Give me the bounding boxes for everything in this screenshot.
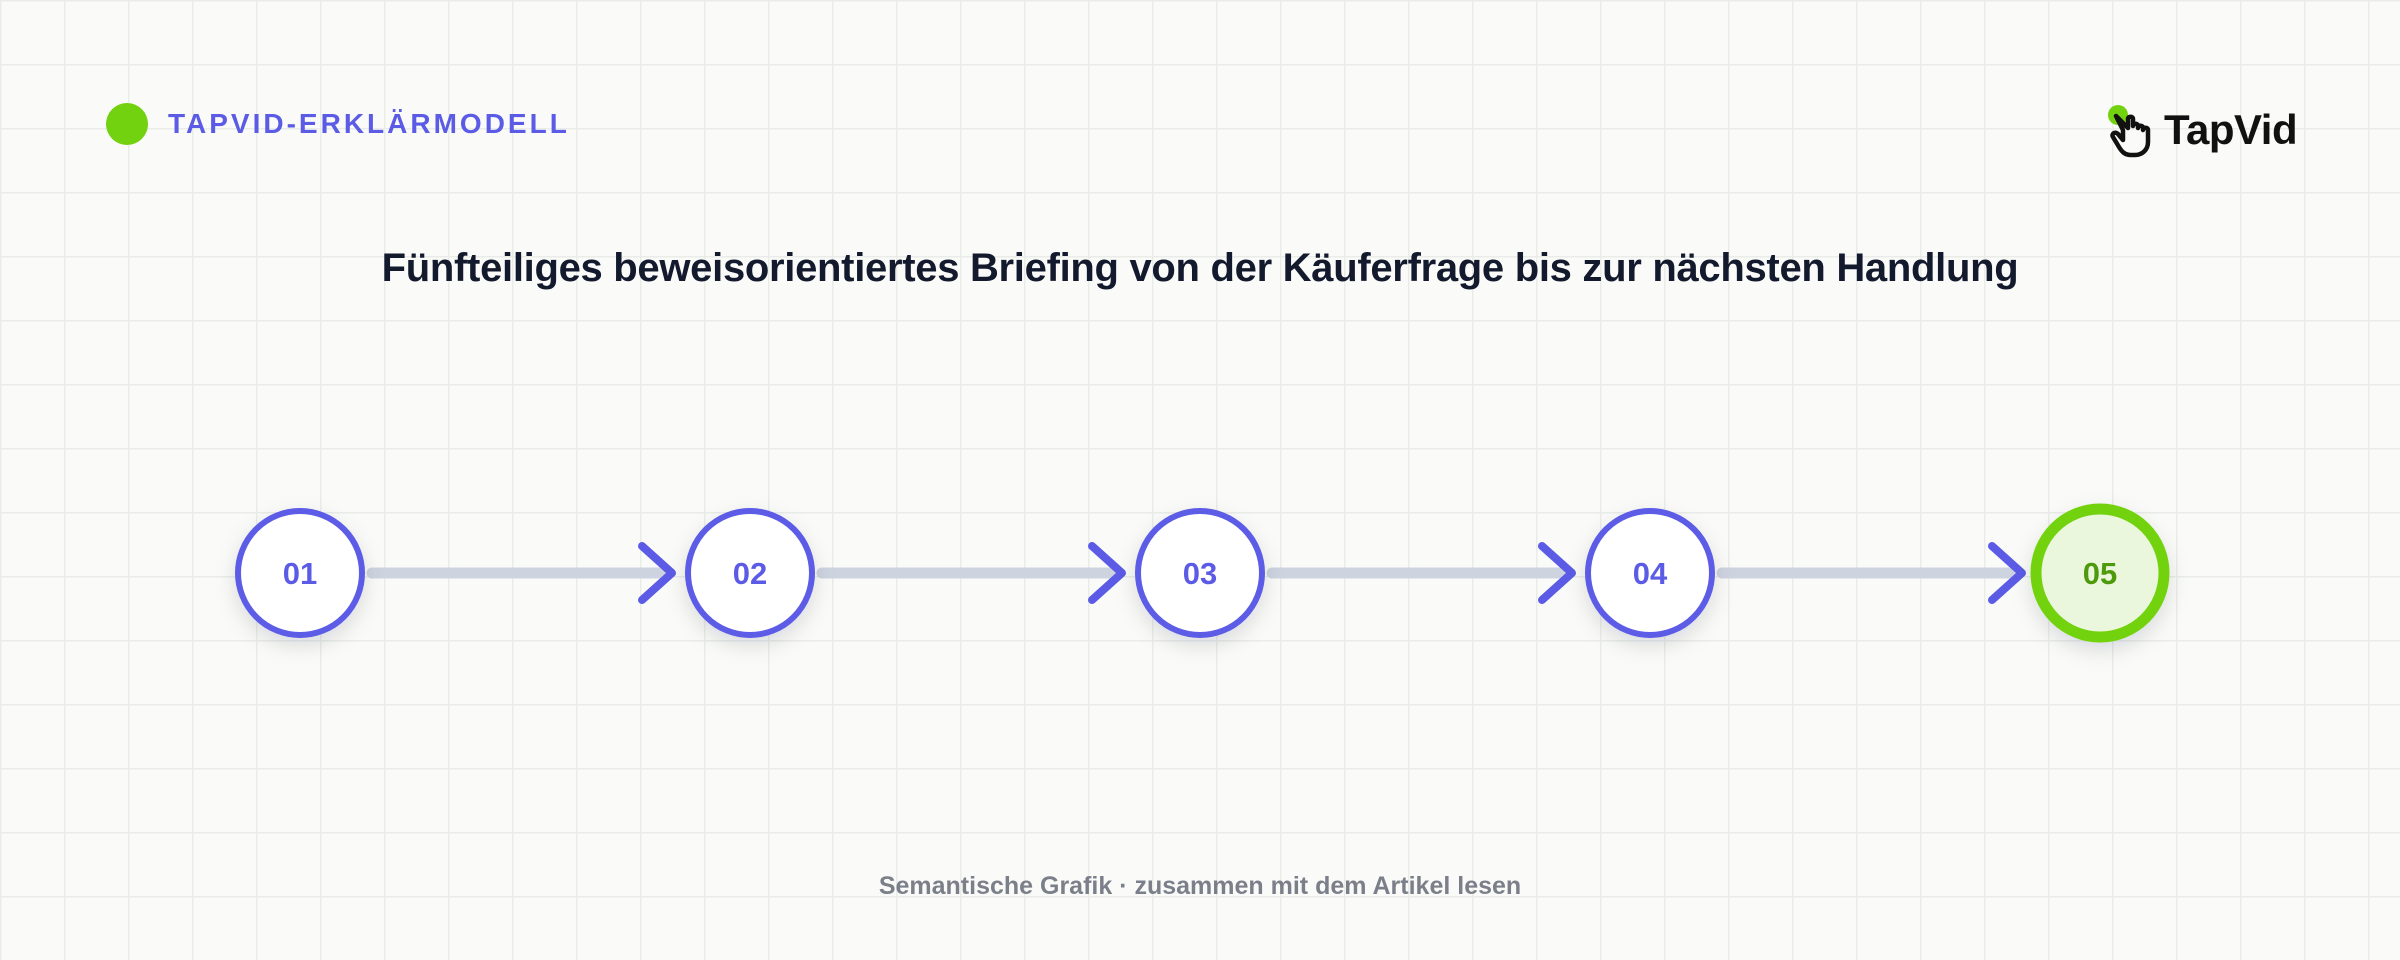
step-number: 03 bbox=[1183, 556, 1217, 591]
caption: Semantische Grafik · zusammen mit dem Ar… bbox=[878, 872, 1522, 900]
brand-tag-label: TAPVID-ERKLÄRMODELL bbox=[168, 108, 570, 139]
tapvid-logo[interactable]: TapVid bbox=[2104, 100, 2298, 160]
step-node-02[interactable]: 02 bbox=[685, 508, 815, 638]
step-circle bbox=[2030, 503, 2170, 643]
diagram-title: Fünfteiliges beweisorientiertes Briefing… bbox=[381, 246, 2019, 290]
brand-dot-icon bbox=[106, 103, 148, 145]
step-node-05[interactable]: 05 bbox=[2030, 503, 2170, 643]
brand-tag: TAPVID-ERKLÄRMODELL bbox=[106, 103, 570, 145]
step-circle bbox=[1135, 508, 1265, 638]
arrowhead-icon bbox=[638, 542, 676, 604]
step-node-01[interactable]: 01 bbox=[235, 508, 365, 638]
step-number: 04 bbox=[1633, 556, 1668, 591]
arrowhead-icon bbox=[1988, 542, 2026, 604]
logo-text: TapVid bbox=[2164, 106, 2298, 153]
arrowhead-icon bbox=[1088, 542, 1126, 604]
tap-hand-icon bbox=[2108, 105, 2151, 158]
step-node-04[interactable]: 04 bbox=[1585, 508, 1715, 638]
step-circle bbox=[1585, 508, 1715, 638]
step-circle bbox=[685, 508, 815, 638]
step-number: 01 bbox=[283, 556, 317, 591]
step-node-03[interactable]: 03 bbox=[1135, 508, 1265, 638]
step-number: 05 bbox=[2083, 556, 2117, 591]
arrowhead-icon bbox=[1538, 542, 1576, 604]
step-circle bbox=[235, 508, 365, 638]
step-number: 02 bbox=[733, 556, 767, 591]
